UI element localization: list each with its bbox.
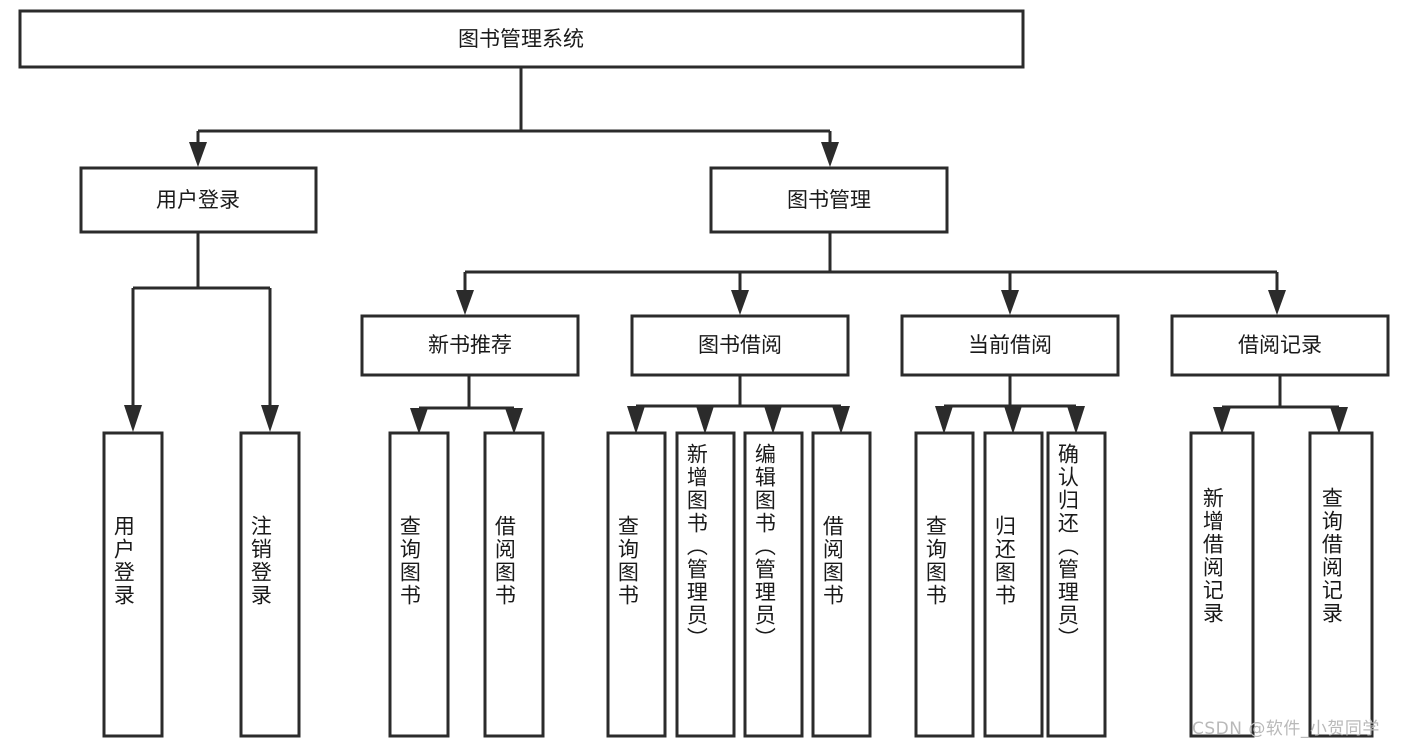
arrow-leaf-user-login-2 xyxy=(261,405,279,432)
label-root: 图书管理系统 xyxy=(458,27,584,51)
arrow-leaf-current-3 xyxy=(1067,406,1085,434)
node-leaf-newbook-query[interactable] xyxy=(388,431,450,738)
node-leaf-user-login-login[interactable] xyxy=(102,431,164,738)
node-root-book-management-system[interactable] xyxy=(18,9,1025,69)
arrow-user-login xyxy=(189,142,207,167)
node-leaf-borrow-query[interactable] xyxy=(606,431,667,738)
arrow-current-borrow xyxy=(1001,290,1019,315)
label-current-borrow: 当前借阅 xyxy=(968,333,1052,357)
arrow-borrow-record xyxy=(1268,290,1286,315)
label-borrow-record: 借阅记录 xyxy=(1238,333,1322,357)
label-user-login: 用户登录 xyxy=(156,188,240,212)
node-leaf-record-add[interactable] xyxy=(1189,431,1255,738)
arrow-leaf-current-1 xyxy=(935,406,953,434)
arrow-book-manage xyxy=(821,142,839,167)
label-book-management: 图书管理 xyxy=(787,188,871,212)
node-current-borrow[interactable] xyxy=(900,314,1120,377)
node-leaf-borrow-add[interactable] xyxy=(675,431,736,738)
node-book-borrow[interactable] xyxy=(630,314,850,377)
arrow-leaf-newbook-1 xyxy=(410,408,428,434)
csdn-watermark: CSDN @软件_小贺同学 xyxy=(1192,719,1380,739)
arrow-leaf-record-1 xyxy=(1213,407,1231,434)
node-leaf-newbook-borrow[interactable] xyxy=(483,431,545,738)
node-new-book-recommend[interactable] xyxy=(360,314,580,377)
arrow-book-borrow xyxy=(731,290,749,315)
arrow-leaf-user-login-1 xyxy=(124,405,142,432)
node-leaf-current-return[interactable] xyxy=(983,431,1044,738)
node-leaf-user-login-logout[interactable] xyxy=(239,431,301,738)
arrow-leaf-newbook-2 xyxy=(505,408,523,434)
arrow-leaf-current-2 xyxy=(1004,406,1022,434)
node-user-login[interactable] xyxy=(79,166,318,234)
connector-group xyxy=(124,67,1348,434)
node-leaf-current-query[interactable] xyxy=(914,431,975,738)
label-book-borrow: 图书借阅 xyxy=(698,333,782,357)
node-borrow-record[interactable] xyxy=(1170,314,1390,377)
arrow-leaf-borrow-4 xyxy=(832,406,850,434)
label-new-book-recommend: 新书推荐 xyxy=(428,333,512,357)
arrow-leaf-borrow-2 xyxy=(696,406,714,434)
arrow-leaf-borrow-1 xyxy=(627,406,645,434)
node-book-management[interactable] xyxy=(709,166,949,234)
arrow-new-book xyxy=(456,290,474,315)
arrow-leaf-borrow-3 xyxy=(764,406,782,434)
node-leaf-borrow-edit[interactable] xyxy=(743,431,804,738)
node-leaf-current-confirm[interactable] xyxy=(1046,431,1107,738)
node-leaf-record-query[interactable] xyxy=(1308,431,1374,738)
node-leaf-borrow-borrow[interactable] xyxy=(811,431,872,738)
arrow-leaf-record-2 xyxy=(1330,407,1348,434)
